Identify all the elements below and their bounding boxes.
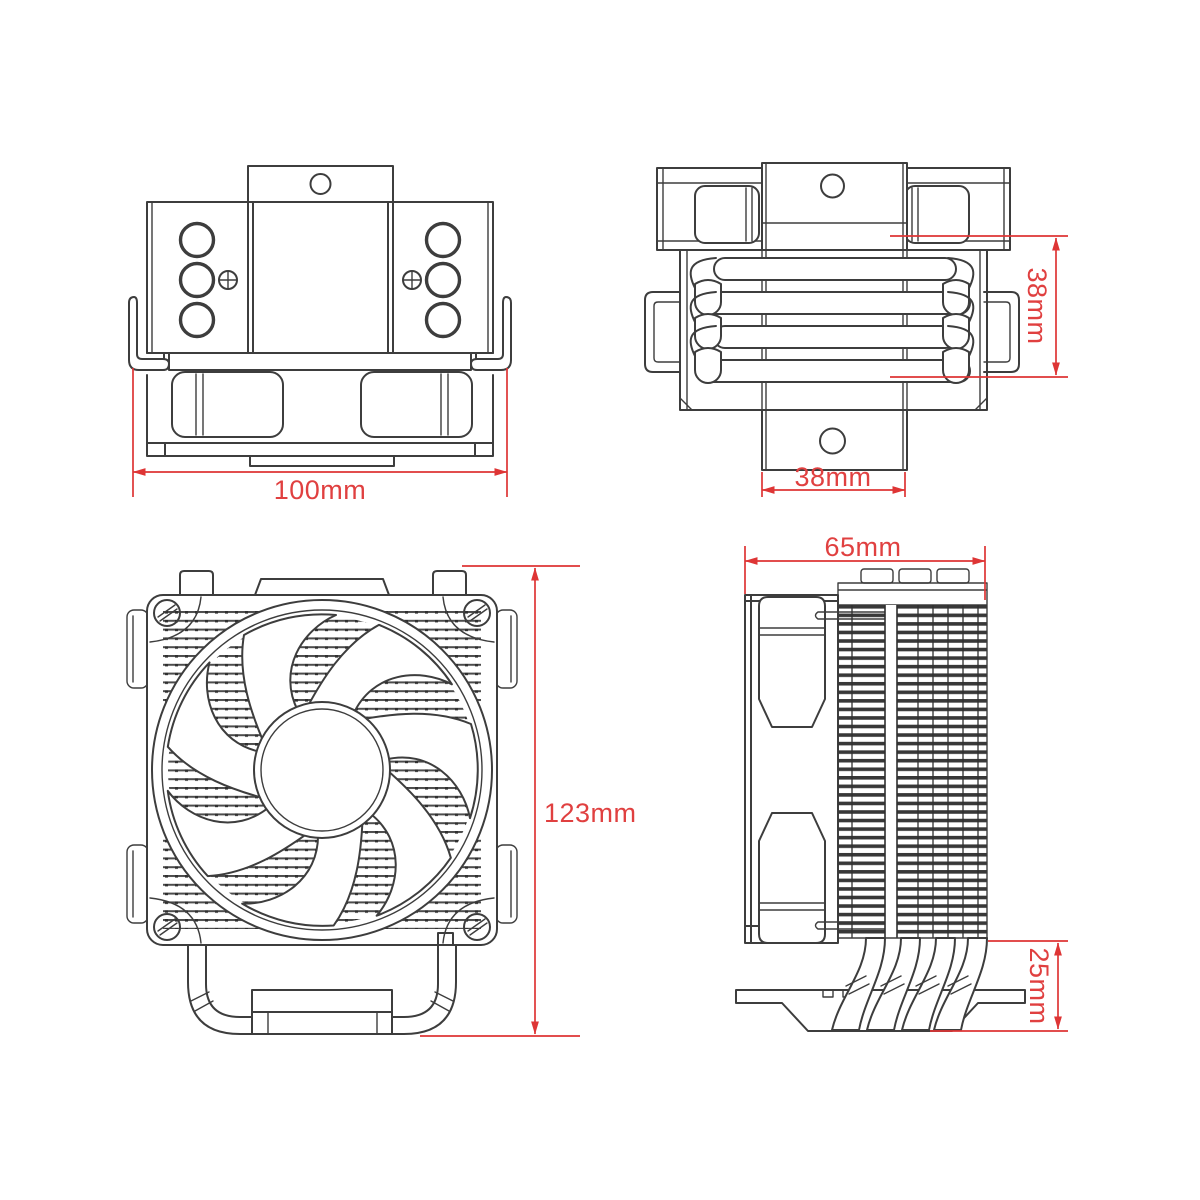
- screw-icon: [463, 913, 491, 941]
- screw-icon: [218, 270, 422, 290]
- side-view-drawing: 65mm 25mm: [735, 532, 1068, 1032]
- corner-screws: [153, 599, 491, 941]
- fin-stack: [837, 568, 988, 939]
- screw-icon: [153, 599, 181, 627]
- side-clip: [470, 296, 512, 371]
- fan-clip-tab: [758, 812, 826, 944]
- fan-clip-tab: [758, 596, 826, 728]
- dim-label-top-width: 100mm: [274, 475, 367, 505]
- fan-side: [744, 594, 887, 944]
- heatpipes: [689, 257, 975, 384]
- frame-top-tabs: [179, 570, 467, 596]
- bracket-hole: [820, 173, 845, 199]
- front-view-drawing: 123mm: [126, 565, 637, 1037]
- mounting-bracket-bottom: [761, 409, 908, 471]
- dimension-38mm-bracket: 38mm: [761, 462, 906, 497]
- dimension-123mm: 123mm: [420, 565, 637, 1037]
- dim-label-rear-depth: 38mm: [1022, 267, 1052, 344]
- heatpipe-channel: [884, 605, 898, 938]
- heatpipes-side: [831, 937, 988, 1031]
- side-clip: [644, 291, 681, 373]
- bracket-hole: [819, 427, 846, 455]
- dimension-100mm: 100mm: [132, 368, 508, 505]
- dim-label-base-height: 25mm: [1024, 947, 1054, 1024]
- bracket-hole: [309, 173, 332, 195]
- fan-hub: [253, 701, 391, 839]
- side-clip: [128, 296, 170, 371]
- dim-label-bracket-width: 38mm: [794, 462, 871, 492]
- corner-pads: [149, 596, 495, 944]
- mounting-bracket-top: [761, 162, 908, 251]
- dimension-25mm: 25mm: [930, 940, 1068, 1032]
- fan-hub-inner: [260, 708, 384, 832]
- heatpipe-ends: [178, 221, 462, 339]
- dimension-65mm: 65mm: [744, 532, 986, 600]
- fan-rim-inner: [161, 609, 483, 931]
- screw-icon: [463, 599, 491, 627]
- base-block: [251, 989, 393, 1035]
- dim-label-side-depth: 65mm: [824, 532, 901, 562]
- screw-icon: [153, 913, 181, 941]
- top-view-drawing: 100mm: [128, 165, 512, 505]
- fan-top-section: [146, 352, 494, 467]
- side-clip: [983, 291, 1020, 373]
- bottom-view-drawing: 38mm 38mm: [644, 162, 1068, 497]
- dim-label-front-height: 123mm: [544, 798, 637, 828]
- mounting-bracket: [247, 165, 394, 203]
- dimension-38mm-depth: 38mm: [890, 235, 1068, 378]
- heatpipes-bottom: [187, 944, 457, 1035]
